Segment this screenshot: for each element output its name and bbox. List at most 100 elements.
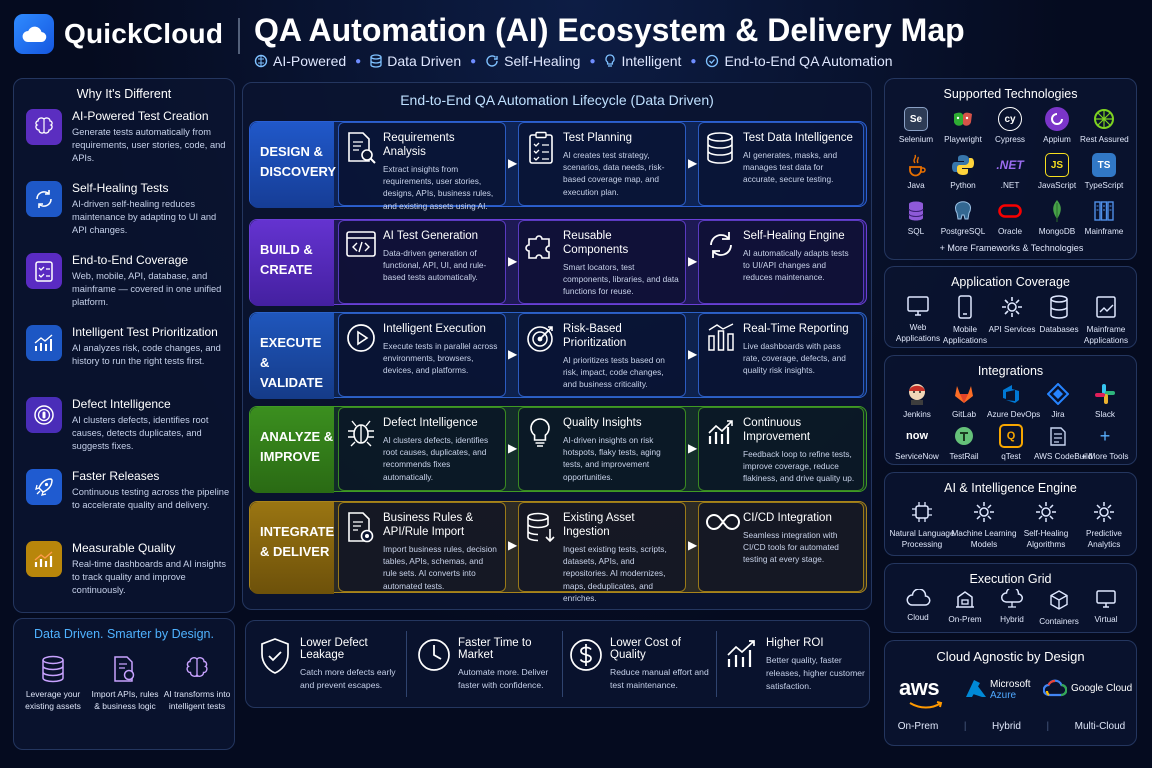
card-intelligent-execution: Intelligent Execution Execute tests in p…: [338, 313, 506, 397]
more-technologies-link[interactable]: + More Frameworks & Technologies: [939, 243, 1084, 253]
execution-grid-panel: Execution Grid Cloud On-Prem Hybrid Cont…: [884, 563, 1137, 633]
lightbulb-icon: [530, 418, 550, 447]
infinity-icon: [706, 513, 740, 531]
checklist-icon: [26, 253, 62, 289]
ai-engine-panel: AI & Intelligence Engine Natural Languag…: [884, 472, 1137, 556]
google-cloud-label: Google Cloud: [1071, 683, 1133, 694]
codebuild-icon: [1046, 424, 1070, 448]
play-circle-icon: [347, 324, 375, 352]
card-self-healing-engine: Self-Healing Engine AI automatically ada…: [698, 220, 864, 304]
oracle-icon: [998, 199, 1022, 223]
rocket-icon: [26, 469, 62, 505]
card-reusable-components: Reusable Components Smart locators, test…: [518, 220, 686, 304]
card-ai-test-generation: AI Test Generation Data-driven generatio…: [338, 220, 506, 304]
tag-self-healing: Self-Healing: [485, 53, 580, 69]
exec-cloud: Cloud: [893, 589, 943, 623]
gear-icon: [1002, 297, 1022, 317]
integrations-title: Integrations: [977, 364, 1044, 378]
growth-chart-icon: [26, 325, 62, 361]
growth-chart-icon: [727, 640, 755, 667]
slack-icon: [1093, 382, 1117, 406]
flow-arrow: ▶: [688, 254, 698, 268]
integration-testrail[interactable]: TestRail: [940, 424, 988, 461]
benefit-divider: [716, 631, 717, 697]
flow-arrow: ▶: [688, 538, 698, 552]
flow-arrow: ▶: [508, 538, 518, 552]
bug-icon: [348, 420, 374, 447]
exec-on-prem: On-Prem: [940, 589, 990, 625]
tech-playwright: Playwright: [939, 107, 987, 144]
gear-icon: [1036, 502, 1056, 522]
monitor-icon: [1096, 590, 1116, 608]
integration-slack[interactable]: Slack: [1081, 382, 1129, 419]
stage-label: BUILD & CREATE: [250, 220, 334, 306]
selenium-icon: Se: [904, 107, 928, 131]
clipboard-checklist-icon: [529, 131, 553, 164]
document-search-icon: [348, 132, 376, 164]
ai-engine-title: AI & Intelligence Engine: [944, 481, 1077, 495]
lifecycle-row-design: DESIGN & DISCOVERY Requirements Analysis…: [249, 121, 867, 211]
sql-database-icon: [904, 199, 928, 223]
java-icon: [904, 153, 928, 177]
aws-logo: aws: [899, 675, 940, 700]
integration-jenkins[interactable]: Jenkins: [893, 382, 941, 419]
lightbulb-icon: [605, 54, 616, 67]
lifecycle-row-execute: EXECUTE & VALIDATE Intelligent Execution…: [249, 312, 867, 399]
monitor-icon: [907, 296, 929, 316]
jira-icon: [1046, 382, 1070, 406]
tag-intelligent: Intelligent: [604, 53, 681, 69]
integrations-panel: Integrations Jenkins GitLab Azure DevOps…: [884, 355, 1137, 465]
growth-chart-icon: [708, 420, 733, 444]
qtest-icon: Q: [999, 424, 1023, 448]
integration-gitlab[interactable]: GitLab: [940, 382, 988, 419]
database-icon: [370, 54, 382, 68]
dotnet-icon: .NET: [996, 158, 1024, 172]
option-separator: |: [1046, 721, 1050, 732]
leaf-icon: [1045, 199, 1069, 223]
integration-azure-devops[interactable]: Azure DevOps: [987, 382, 1040, 419]
tech-rest-assured: Rest Assured: [1080, 107, 1129, 144]
card-quality-insights: Quality Insights AI-driven insights on r…: [518, 407, 686, 491]
integration-jira[interactable]: Jira: [1034, 382, 1082, 419]
stage-label: INTEGRATE & DELIVER: [250, 502, 334, 594]
benefit-divider: [562, 631, 563, 697]
tag-ai-powered: AI-Powered: [254, 53, 346, 69]
page-title: QA Automation (AI) Ecosystem & Delivery …: [254, 12, 965, 48]
bug-target-icon: [26, 397, 62, 433]
elephant-icon: [951, 199, 975, 223]
execution-grid-title: Execution Grid: [969, 572, 1052, 586]
option-hybrid: Hybrid: [992, 721, 1021, 732]
more-tools-link[interactable]: ++ More Tools: [1081, 425, 1129, 462]
brain-icon: [26, 109, 62, 145]
integration-aws-codebuild[interactable]: AWS CodeBuild: [1034, 424, 1092, 461]
lifecycle-row-build: BUILD & CREATE AI Test Generation Data-d…: [249, 219, 867, 306]
lifecycle-panel: End-to-End QA Automation Lifecycle (Data…: [242, 82, 872, 610]
flow-arrow: ▶: [508, 441, 518, 455]
puzzle-piece-icon: [525, 235, 550, 259]
target-icon: [527, 326, 553, 352]
refresh-icon: [710, 232, 732, 258]
card-existing-asset-ingestion: Existing Asset Ingestion Ingest existing…: [518, 502, 686, 603]
header-divider: [238, 18, 240, 54]
lifecycle-title: End-to-End QA Automation Lifecycle (Data…: [400, 92, 714, 108]
technologies-title: Supported Technologies: [943, 87, 1078, 101]
benefits-panel: Lower Defect Leakage Catch more defects …: [245, 620, 870, 708]
card-requirements-analysis: Requirements Analysis Extract insights f…: [338, 122, 506, 211]
tech-postgresql: PostgreSQL: [939, 199, 987, 236]
gear-icon: [1094, 502, 1114, 522]
flow-arrow: ▶: [508, 156, 518, 170]
why-different-panel: Why It's Different AI-Powered Test Creat…: [13, 78, 235, 613]
typescript-icon: TS: [1092, 153, 1116, 177]
cloud-agnostic-title: Cloud Agnostic by Design: [936, 649, 1085, 664]
target-check-icon: [706, 54, 719, 68]
